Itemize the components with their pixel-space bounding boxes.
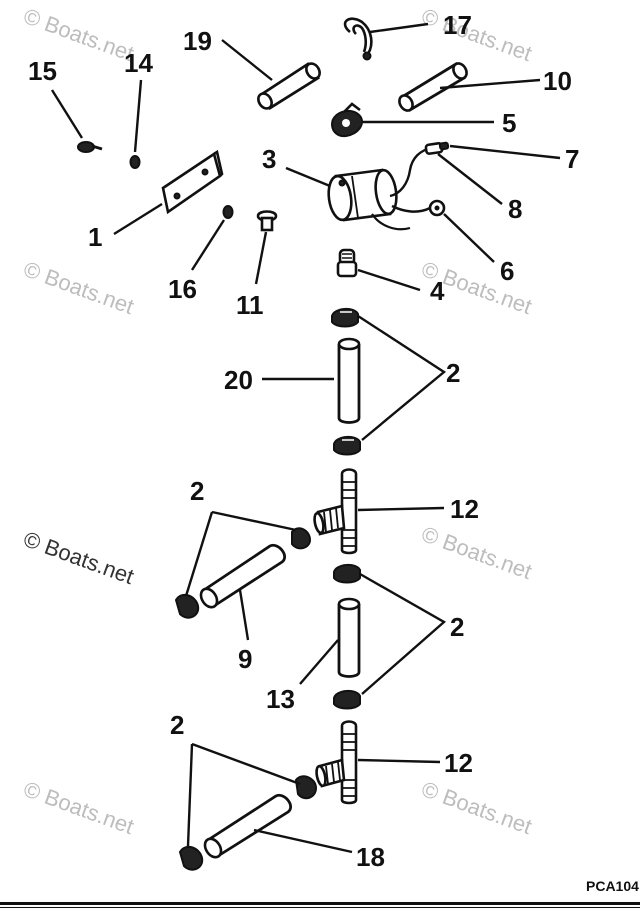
leader-2a xyxy=(357,314,447,441)
leader-8 xyxy=(437,153,503,205)
callout-18: 18 xyxy=(356,842,385,872)
callout-5: 5 xyxy=(502,108,516,138)
callout-13: 13 xyxy=(266,684,295,714)
part-16-washer xyxy=(222,205,234,219)
leader-9 xyxy=(238,589,250,641)
callout-2c: 2 xyxy=(450,612,464,642)
callout-6: 6 xyxy=(500,256,514,286)
watermark-mid-left: © Boats.net xyxy=(20,256,137,319)
part-20-hose xyxy=(337,337,361,424)
bottom-rule-thin xyxy=(0,907,640,908)
part-code: PCA104 xyxy=(586,878,639,894)
leader-13 xyxy=(299,639,339,685)
leader-2c xyxy=(359,572,447,695)
callout-2d: 2 xyxy=(170,710,184,740)
leader-6 xyxy=(443,213,495,263)
callout-19: 19 xyxy=(183,26,212,56)
part-18-hose xyxy=(203,793,293,859)
callout-17: 17 xyxy=(443,10,472,40)
part-6-terminal xyxy=(428,199,446,217)
callout-4: 4 xyxy=(430,276,445,306)
callout-1: 1 xyxy=(88,222,102,252)
leader-12a xyxy=(357,506,445,512)
leader-2b-b xyxy=(184,511,214,597)
part-2-clamp-mid-lower xyxy=(333,690,361,710)
part-2-clamp-mid-upper xyxy=(333,564,361,584)
leader-11 xyxy=(254,231,268,285)
part-2-clamp-bottom-bottom xyxy=(178,845,204,871)
callout-11: 11 xyxy=(236,290,264,320)
leader-14 xyxy=(133,79,143,153)
part-2-clamp-left-top xyxy=(291,527,312,550)
leader-3 xyxy=(285,166,331,188)
leader-16 xyxy=(190,219,226,271)
part-7-connector xyxy=(424,141,450,155)
part-12-tee-upper xyxy=(313,468,358,555)
leader-12b xyxy=(357,758,441,764)
part-2-clamp-left-bottom xyxy=(174,593,200,619)
leader-4 xyxy=(357,268,421,292)
watermark-lower-right: © Boats.net xyxy=(418,521,535,584)
callout-12b: 12 xyxy=(444,748,473,778)
callout-10: 10 xyxy=(543,66,572,96)
part-14-washer xyxy=(129,155,141,169)
leader-7 xyxy=(449,144,561,160)
leader-2d-a xyxy=(191,742,301,786)
part-12-tee-lower xyxy=(315,720,358,805)
part-19-pin xyxy=(257,62,321,110)
part-9-hose xyxy=(199,543,287,609)
callout-7: 7 xyxy=(565,144,579,174)
watermark-bottom-left: © Boats.net xyxy=(20,776,137,839)
callout-2b: 2 xyxy=(190,476,204,506)
leader-2b-a xyxy=(211,510,297,532)
part-2-clamp-lower xyxy=(333,436,361,456)
leader-15 xyxy=(50,89,84,139)
callout-8: 8 xyxy=(508,194,522,224)
watermark-bottom-right: © Boats.net xyxy=(418,776,535,839)
callout-2a: 2 xyxy=(446,358,460,388)
part-10-pin xyxy=(398,62,468,112)
callout-16: 16 xyxy=(168,274,197,304)
part-5-sensor xyxy=(330,102,364,138)
callout-20: 20 xyxy=(224,365,253,395)
leader-17 xyxy=(369,22,429,34)
watermark-dark: © Boats.net xyxy=(20,526,137,589)
leader-2d-b xyxy=(186,743,194,847)
leader-19 xyxy=(221,39,273,81)
callout-12a: 12 xyxy=(450,494,479,524)
part-13-hose xyxy=(337,597,361,678)
part-2-clamp-upper xyxy=(331,308,359,328)
callout-14: 14 xyxy=(124,48,153,78)
part-3-solenoid xyxy=(327,146,433,231)
leader-18 xyxy=(253,828,353,854)
callout-9: 9 xyxy=(238,644,252,674)
leader-1 xyxy=(113,202,163,236)
part-11-bolt xyxy=(256,210,278,232)
part-1-plate xyxy=(161,149,224,215)
part-15-screw xyxy=(77,141,103,153)
callout-15: 15 xyxy=(28,56,57,86)
part-4-fitting xyxy=(336,248,358,278)
callout-3: 3 xyxy=(262,144,276,174)
watermark-top-right: © Boats.net xyxy=(418,3,535,66)
part-17-clamp xyxy=(343,17,373,61)
part-2-clamp-bottom-top xyxy=(294,775,318,800)
bottom-rule xyxy=(0,902,640,905)
leader-10 xyxy=(439,78,541,90)
